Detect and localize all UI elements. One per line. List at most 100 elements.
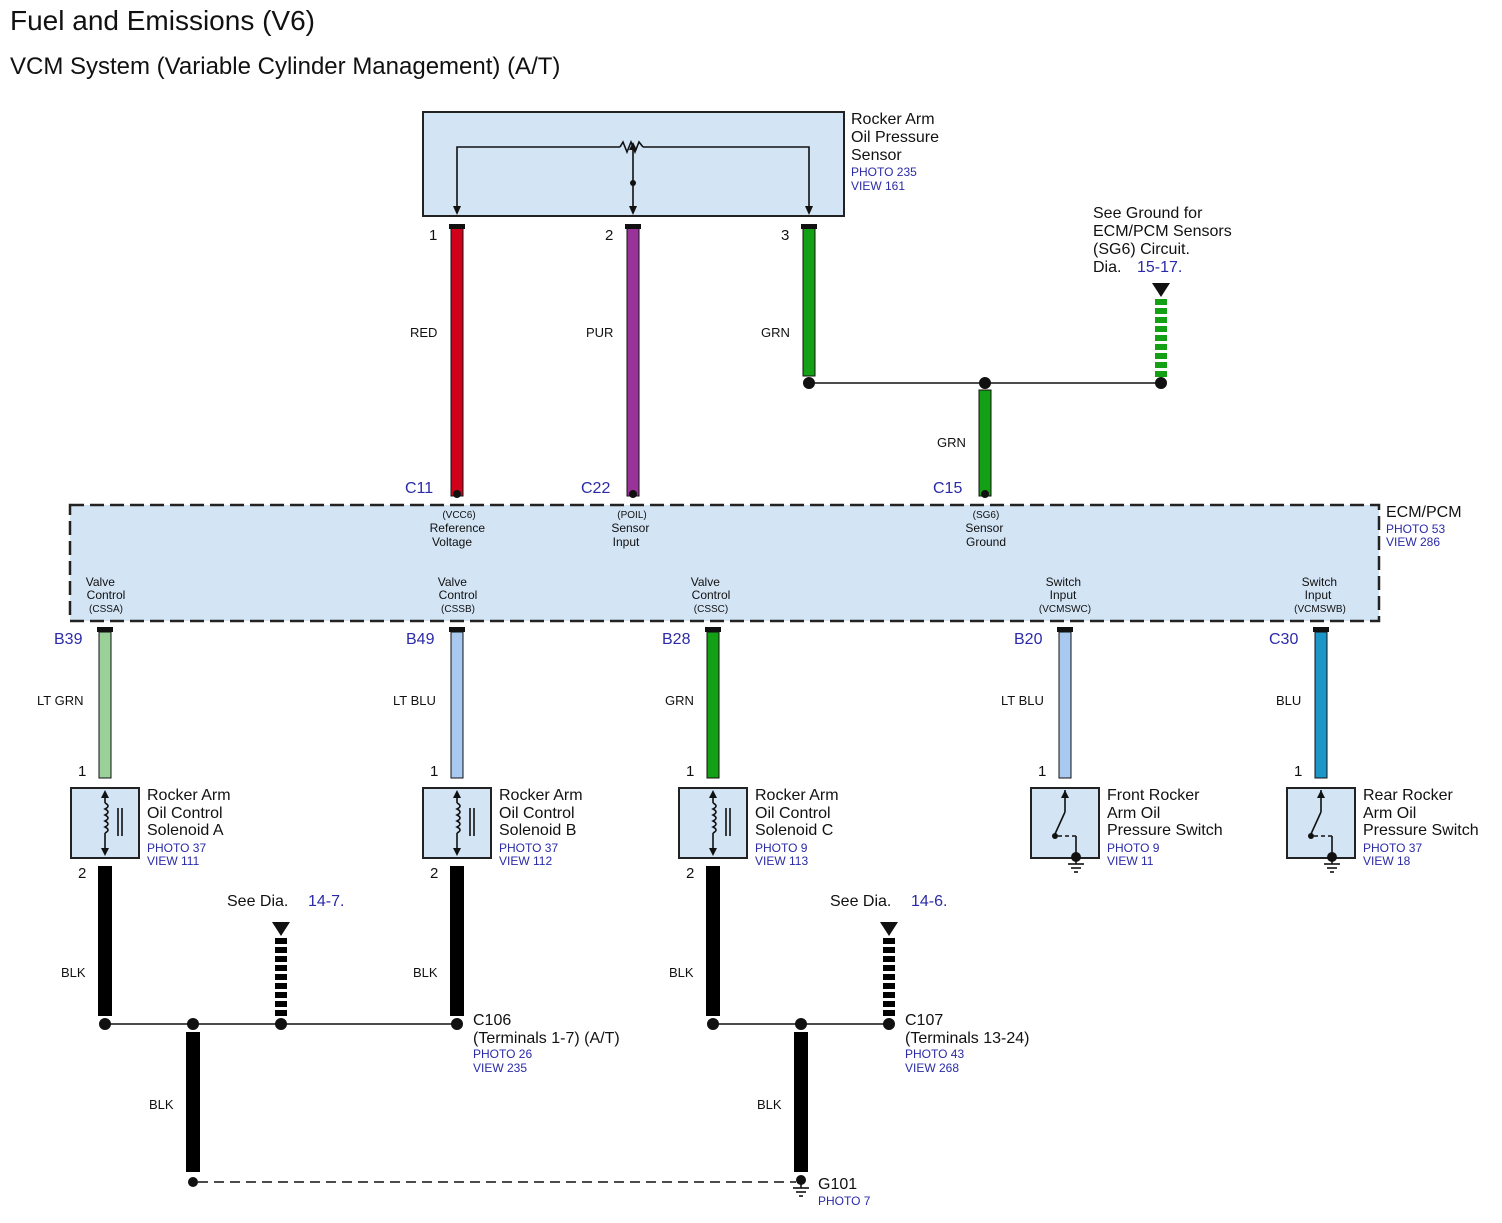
solenoid-c-photo[interactable]: PHOTO 9 bbox=[755, 841, 808, 855]
wire-label-grn-sg6: GRN bbox=[937, 435, 966, 450]
wire-pur-poil[interactable] bbox=[626, 227, 640, 497]
solenoid-b-view[interactable]: VIEW 112 bbox=[499, 854, 552, 868]
front-pressure-switch[interactable] bbox=[1030, 787, 1100, 873]
wire-blk-solenoid-a[interactable] bbox=[98, 866, 112, 1016]
wire-lt-blu-vcmswc[interactable] bbox=[1058, 631, 1072, 779]
c106-name: C106 bbox=[473, 1012, 511, 1029]
ecm-pcm-name: ECM/PCM bbox=[1386, 504, 1462, 521]
wire-label-lt-grn: LT GRN bbox=[37, 693, 83, 708]
pressure-switch-icon bbox=[1052, 790, 1081, 862]
ground-ref-dashed-wire[interactable] bbox=[1152, 283, 1170, 377]
solenoid-c-name: Rocker Arm Oil Control Solenoid C bbox=[755, 787, 843, 839]
connector-c15[interactable]: C15 bbox=[933, 480, 962, 497]
wire-lt-blu-cssb[interactable] bbox=[450, 631, 464, 779]
c106-view[interactable]: VIEW 235 bbox=[473, 1061, 527, 1075]
oil-pressure-sensor-view[interactable]: VIEW 161 bbox=[851, 179, 905, 193]
g101-photo[interactable]: PHOTO 7 bbox=[818, 1194, 871, 1208]
see-dia-right-prefix: See Dia. bbox=[830, 893, 891, 910]
connector-b39[interactable]: B39 bbox=[54, 631, 83, 648]
solenoid-a-photo[interactable]: PHOTO 37 bbox=[147, 841, 206, 855]
rear-pressure-switch[interactable] bbox=[1286, 787, 1356, 873]
solenoid-c-pin-2: 2 bbox=[686, 865, 694, 882]
connector-c30[interactable]: C30 bbox=[1269, 631, 1298, 648]
front-switch-view[interactable]: VIEW 11 bbox=[1107, 854, 1154, 868]
see-dia-14-6-dashed-wire[interactable] bbox=[880, 922, 898, 1018]
c106-photo[interactable]: PHOTO 26 bbox=[473, 1047, 532, 1061]
page-title: Fuel and Emissions (V6) bbox=[10, 5, 315, 36]
wire-grn-cssc[interactable] bbox=[706, 631, 720, 779]
connector-b49[interactable]: B49 bbox=[406, 631, 435, 648]
solenoid-c[interactable] bbox=[678, 787, 748, 859]
wire-label-blk-c107: BLK bbox=[757, 1097, 782, 1112]
solenoid-a-pin-1: 1 bbox=[78, 763, 86, 780]
solenoid-b-photo[interactable]: PHOTO 37 bbox=[499, 841, 558, 855]
ecm-pcm-view[interactable]: VIEW 286 bbox=[1386, 535, 1440, 549]
oil-pressure-sensor[interactable] bbox=[422, 111, 845, 217]
ground-icon bbox=[1068, 858, 1084, 873]
wire-label-grn-top: GRN bbox=[761, 325, 790, 340]
wire-label-blk-b: BLK bbox=[413, 965, 438, 980]
wire-label-blk-a: BLK bbox=[61, 965, 86, 980]
solenoid-a-view[interactable]: VIEW 111 bbox=[147, 854, 200, 868]
wire-grn-to-sg6[interactable] bbox=[978, 389, 992, 497]
see-dia-14-7-dashed-wire[interactable] bbox=[272, 922, 290, 1018]
sensor-pin-2: 2 bbox=[605, 227, 613, 244]
solenoid-c-view[interactable]: VIEW 113 bbox=[755, 854, 808, 868]
ecm-pcm-photo[interactable]: PHOTO 53 bbox=[1386, 522, 1445, 536]
wire-red-vcc6[interactable] bbox=[450, 227, 464, 497]
signal-code-cssb: (CSSB) bbox=[441, 604, 475, 615]
solenoid-b-name: Rocker Arm Oil Control Solenoid B bbox=[499, 787, 587, 839]
connector-c11[interactable]: C11 bbox=[405, 480, 433, 497]
c106-detail: (Terminals 1-7) (A/T) bbox=[473, 1030, 620, 1047]
see-dia-left-link[interactable]: 14-7. bbox=[308, 893, 344, 910]
front-switch-photo[interactable]: PHOTO 9 bbox=[1107, 841, 1160, 855]
solenoid-coil-icon bbox=[101, 790, 123, 856]
c107-photo[interactable]: PHOTO 43 bbox=[905, 1047, 964, 1061]
oil-pressure-sensor-name: Rocker Arm Oil Pressure Sensor bbox=[851, 111, 943, 164]
signal-valve-control-a: Valve Control bbox=[86, 575, 126, 602]
signal-sensor-input: Sensor Input bbox=[611, 521, 652, 549]
sensor-pin-3: 3 bbox=[781, 227, 789, 244]
c107-view[interactable]: VIEW 268 bbox=[905, 1061, 959, 1075]
potentiometer-symbol bbox=[453, 139, 813, 215]
page-subtitle: VCM System (Variable Cylinder Management… bbox=[10, 53, 560, 80]
solenoid-b[interactable] bbox=[422, 787, 492, 859]
wire-blk-c106-down[interactable] bbox=[186, 1032, 200, 1172]
signal-sensor-ground: Sensor Ground bbox=[965, 521, 1006, 549]
signal-code-vcmswc: (VCMSWC) bbox=[1039, 604, 1091, 615]
connector-c22[interactable]: C22 bbox=[581, 480, 610, 497]
signal-code-poil: (POIL) bbox=[617, 510, 646, 521]
sensor-pin-1: 1 bbox=[429, 227, 437, 244]
g101-ground-icon[interactable] bbox=[793, 1182, 809, 1197]
wire-blk-solenoid-c[interactable] bbox=[706, 866, 720, 1016]
wire-lt-grn-cssa[interactable] bbox=[98, 631, 112, 779]
ecm-pcm-box[interactable] bbox=[68, 503, 1381, 623]
sensor-wire-terminals bbox=[449, 224, 817, 229]
connector-b28[interactable]: B28 bbox=[662, 631, 691, 648]
oil-pressure-sensor-photo[interactable]: PHOTO 235 bbox=[851, 165, 917, 179]
solenoid-a-pin-2: 2 bbox=[78, 865, 86, 882]
c107-name: C107 bbox=[905, 1012, 943, 1029]
see-dia-right-link[interactable]: 14-6. bbox=[911, 893, 947, 910]
ground-ref-dia-prefix: Dia. bbox=[1093, 259, 1121, 276]
splice-sensor-ground bbox=[803, 377, 1167, 389]
solenoid-a[interactable] bbox=[70, 787, 140, 859]
solenoid-coil-icon bbox=[709, 790, 731, 856]
wire-grn-sensor-3[interactable] bbox=[802, 227, 816, 377]
connector-b20[interactable]: B20 bbox=[1014, 631, 1043, 648]
wire-blk-c107-down[interactable] bbox=[794, 1032, 808, 1172]
ground-icon bbox=[1324, 858, 1340, 873]
ground-ref-dia-link[interactable]: 15-17. bbox=[1137, 259, 1182, 276]
rear-switch-photo[interactable]: PHOTO 37 bbox=[1363, 841, 1422, 855]
rear-switch-view[interactable]: VIEW 18 bbox=[1363, 854, 1411, 868]
wire-label-pur: PUR bbox=[586, 325, 613, 340]
splice-c106 bbox=[99, 1018, 463, 1030]
wire-blk-solenoid-b[interactable] bbox=[450, 866, 464, 1016]
solenoid-coil-icon bbox=[453, 790, 475, 856]
wire-blu-vcmswb[interactable] bbox=[1314, 631, 1328, 779]
g101-name: G101 bbox=[818, 1176, 857, 1193]
ecm-bottom-terminal-marks bbox=[97, 627, 1329, 632]
signal-switch-input-c: Switch Input bbox=[1046, 575, 1085, 602]
signal-valve-control-c: Valve Control bbox=[691, 575, 731, 602]
wire-label-lt-blu-b: LT BLU bbox=[393, 693, 436, 708]
